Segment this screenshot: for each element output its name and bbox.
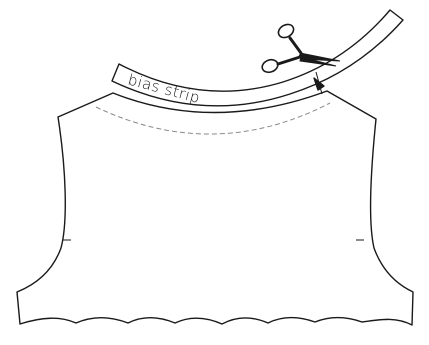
strip-cut-wedge — [313, 77, 325, 91]
scissors-icon — [261, 23, 341, 74]
bias-strip — [111, 9, 404, 107]
bodice-front-piece — [16, 90, 414, 326]
neckline-stitch-line — [95, 102, 331, 135]
